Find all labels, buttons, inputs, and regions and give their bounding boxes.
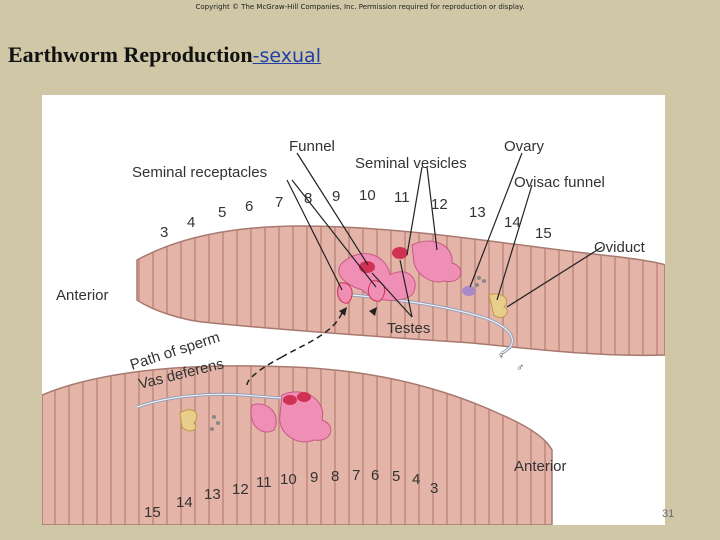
- label-seminal-vesicles: Seminal vesicles: [355, 155, 467, 172]
- label-seminal-receptacles: Seminal receptacles: [132, 164, 267, 181]
- ovary-top: [462, 286, 476, 296]
- seg-top-13: 13: [469, 204, 486, 221]
- seg-bot-9: 9: [310, 469, 318, 486]
- label-testes: Testes: [387, 320, 430, 337]
- slide-title-text: Earthworm Reproduction: [8, 42, 253, 67]
- label-ovisac-funnel: Ovisac funnel: [514, 174, 605, 191]
- seg-top-9: 9: [332, 188, 340, 205]
- page-number: 31: [662, 508, 675, 520]
- seg-bot-4: 4: [412, 471, 420, 488]
- seg-bot-5: 5: [392, 468, 400, 485]
- seg-bot-3: 3: [430, 480, 438, 497]
- testis-top-2: [392, 247, 408, 259]
- seg-top-5: 5: [218, 204, 226, 221]
- seg-top-15: 15: [535, 225, 552, 242]
- slide-title: Earthworm Reproduction-sexual: [8, 42, 321, 68]
- label-anterior-top: Anterior: [56, 287, 109, 304]
- seminal-vesicle-bottom-2: [250, 403, 277, 433]
- label-funnel: Funnel: [289, 138, 335, 155]
- seg-top-11: 11: [394, 189, 410, 206]
- label-anterior-bottom: Anterior: [514, 458, 567, 475]
- copyright-notice: Copyright © The McGraw-Hill Companies, I…: [195, 3, 525, 11]
- seg-top-3: 3: [160, 224, 168, 241]
- testis-bottom-1: [283, 395, 297, 405]
- male-symbol: ♂: [516, 362, 524, 374]
- seg-top-10: 10: [359, 187, 376, 204]
- seg-top-8: 8: [304, 190, 312, 207]
- seg-top-14: 14: [504, 214, 521, 231]
- female-symbol: ♀: [497, 350, 505, 362]
- seg-bot-15: 15: [144, 504, 161, 521]
- seg-bot-14: 14: [176, 494, 193, 511]
- seg-top-12: 12: [431, 196, 448, 213]
- seg-bot-8: 8: [331, 468, 339, 485]
- earthworm-diagram: Funnel Ovary Seminal receptacles Seminal…: [42, 95, 665, 525]
- worm-body-bottom: [42, 365, 553, 525]
- label-ovary: Ovary: [504, 138, 545, 155]
- seg-bot-13: 13: [204, 486, 221, 503]
- seg-top-6: 6: [245, 198, 253, 215]
- seg-bot-10: 10: [280, 471, 297, 488]
- seg-top-4: 4: [187, 214, 195, 231]
- title-link[interactable]: -sexual: [252, 45, 321, 67]
- seminal-vesicle-top: [338, 253, 416, 301]
- seg-bot-6: 6: [371, 467, 379, 484]
- testis-bottom-2: [297, 392, 311, 402]
- seg-bot-7: 7: [352, 467, 360, 484]
- seg-bot-11: 11: [256, 474, 272, 491]
- seg-top-7: 7: [275, 194, 283, 211]
- seminal-vesicle-top-2: [411, 240, 462, 283]
- label-oviduct: Oviduct: [594, 239, 646, 256]
- seg-bot-12: 12: [232, 481, 249, 498]
- ovisac-funnel-bottom: [179, 409, 198, 432]
